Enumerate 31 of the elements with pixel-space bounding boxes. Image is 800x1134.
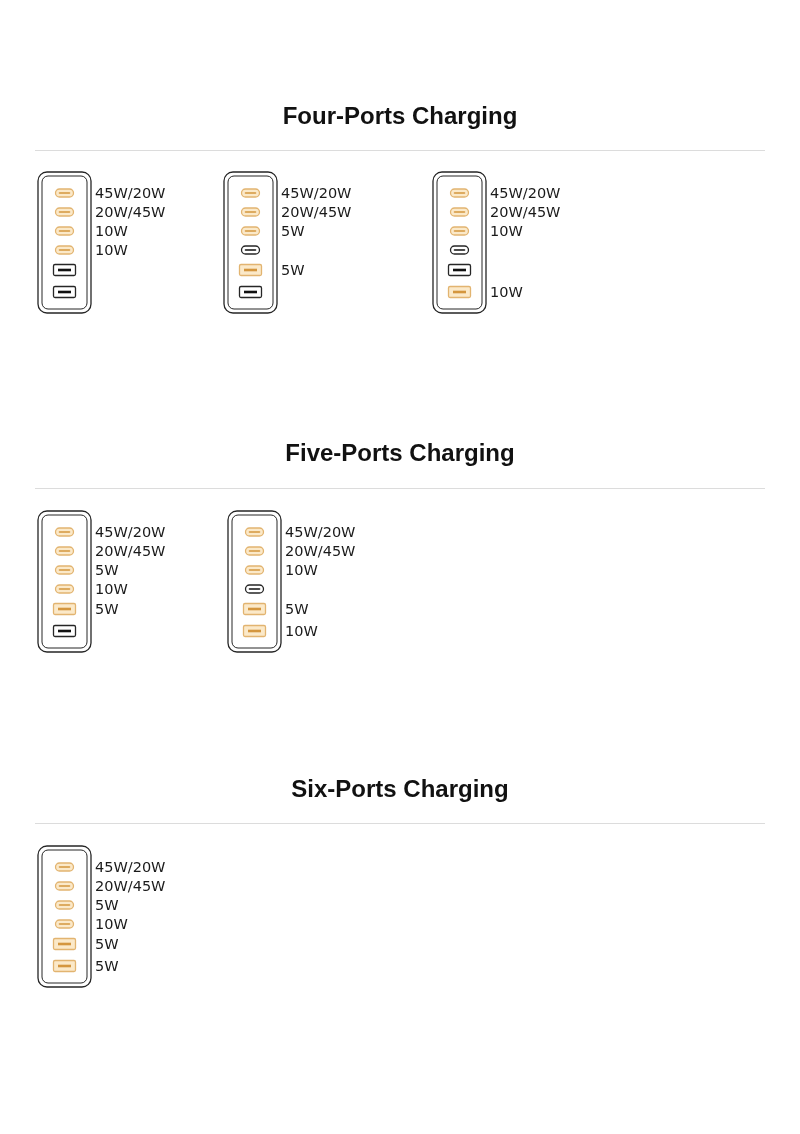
power-rating-label: 10W — [95, 915, 128, 933]
power-rating-label: 10W — [490, 283, 523, 301]
power-rating-label: 5W — [281, 222, 305, 240]
power-rating-label: 10W — [285, 561, 318, 579]
section-heading: Four-Ports Charging — [282, 101, 518, 131]
power-rating-label: 20W/45W — [285, 542, 356, 560]
power-rating-label: 10W — [285, 622, 318, 640]
power-rating-label: 20W/45W — [281, 203, 352, 221]
power-rating-label: 45W/20W — [285, 523, 356, 541]
power-rating-label: 45W/20W — [95, 858, 166, 876]
power-rating-label: 20W/45W — [95, 203, 166, 221]
power-rating-label: 5W — [281, 261, 305, 279]
power-rating-label: 5W — [95, 935, 119, 953]
section-heading: Six-Ports Charging — [291, 774, 509, 804]
power-rating-label: 45W/20W — [281, 184, 352, 202]
power-rating-label: 10W — [95, 580, 128, 598]
section-heading: Five-Ports Charging — [285, 438, 515, 468]
power-rating-label: 5W — [95, 896, 119, 914]
power-rating-label: 45W/20W — [95, 523, 166, 541]
power-rating-label: 20W/45W — [95, 542, 166, 560]
power-rating-label: 10W — [95, 241, 128, 259]
power-rating-label: 5W — [95, 561, 119, 579]
power-rating-label: 10W — [490, 222, 523, 240]
power-rating-label: 20W/45W — [95, 877, 166, 895]
power-rating-label: 5W — [285, 600, 309, 618]
power-rating-label: 45W/20W — [490, 184, 561, 202]
power-rating-label: 5W — [95, 600, 119, 618]
power-rating-label: 5W — [95, 957, 119, 975]
power-rating-label: 45W/20W — [95, 184, 166, 202]
power-rating-label: 20W/45W — [490, 203, 561, 221]
power-rating-label: 10W — [95, 222, 128, 240]
